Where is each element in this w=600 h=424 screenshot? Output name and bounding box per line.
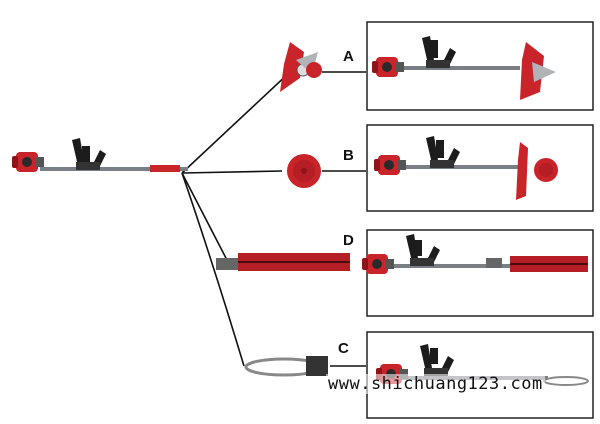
main-power-unit [12,138,188,172]
watermark: www.shichuang123.com [326,374,545,394]
attachment-d-hedge-trimmer [216,253,350,271]
attachment-a-blade [280,42,322,92]
connector-lines [181,71,366,367]
label-b: B [343,147,354,164]
result-box-b [366,124,594,212]
result-box-d [362,229,594,317]
label-a: A [343,48,354,65]
attachment-c-pole-saw [244,356,328,377]
result-box-a [366,21,594,111]
label-c: C [338,340,349,357]
label-d: D [343,232,354,249]
attachment-b-trimmer-head [287,154,321,188]
